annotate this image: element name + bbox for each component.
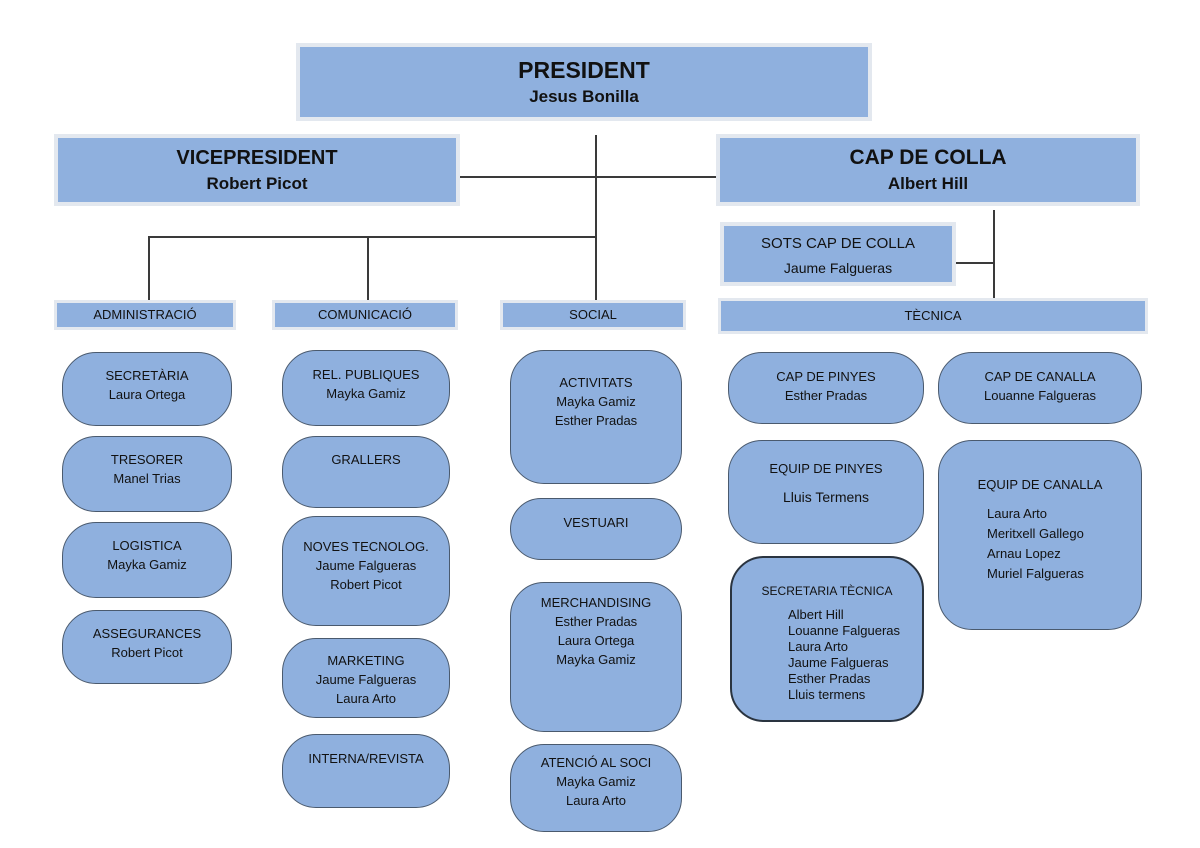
role-activitats: ACTIVITATS Mayka Gamiz Esther Pradas <box>510 350 682 484</box>
role-member: Mayka Gamiz <box>326 386 406 401</box>
role-title: CAP DE CANALLA <box>984 369 1096 384</box>
role-vestuari: VESTUARI <box>510 498 682 560</box>
role-member: Laura Arto <box>987 506 1047 521</box>
role-grallers: GRALLERS <box>282 436 450 508</box>
role-member: Laura Arto <box>788 639 848 654</box>
role-member: Laura Ortega <box>108 387 186 402</box>
role-title: TRESORER <box>110 452 184 467</box>
role-equip-de-pinyes: EQUIP DE PINYES Lluis Termens <box>728 440 924 544</box>
role-member: Lluis Termens <box>782 489 870 505</box>
role-assegurances: ASSEGURANCES Robert Picot <box>62 610 232 684</box>
role-member: Esther Pradas <box>788 671 871 686</box>
role-merchandising: MERCHANDISING Esther Pradas Laura Ortega… <box>510 582 682 732</box>
connector-line <box>993 210 995 298</box>
area-header-administracio: ADMINISTRACIÓ <box>54 300 236 330</box>
role-marketing: MARKETING Jaume Falgueras Laura Arto <box>282 638 450 718</box>
cap-de-colla-name: Albert Hill <box>887 174 969 193</box>
role-member: Laura Ortega <box>557 633 635 648</box>
connector-line <box>595 135 597 302</box>
connector-line <box>367 236 369 302</box>
role-member: Jaume Falgueras <box>315 558 417 573</box>
role-title: LOGISTICA <box>112 538 182 553</box>
sots-cap-box: SOTS CAP DE COLLA Jaume Falgueras <box>720 222 956 286</box>
role-member: Louanne Falgueras <box>788 623 901 638</box>
role-member: Laura Arto <box>566 793 626 808</box>
role-member: Esther Pradas <box>554 614 638 629</box>
president-title: PRESIDENT <box>518 57 650 83</box>
role-member: Robert Picot <box>111 645 183 660</box>
role-title: ATENCIÓ AL SOCI <box>540 755 652 770</box>
cap-de-colla-box: CAP DE COLLA Albert Hill <box>716 134 1140 206</box>
role-title: REL. PUBLIQUES <box>312 367 420 382</box>
role-title: GRALLERS <box>331 452 401 467</box>
role-cap-de-pinyes: CAP DE PINYES Esther Pradas <box>728 352 924 424</box>
area-header-comunicacio: COMUNICACIÓ <box>272 300 458 330</box>
role-noves-tecnolog: NOVES TECNOLOG. Jaume Falgueras Robert P… <box>282 516 450 626</box>
vicepresident-title: VICEPRESIDENT <box>176 147 338 169</box>
role-title: MERCHANDISING <box>540 595 652 610</box>
role-title: EQUIP DE PINYES <box>769 461 883 476</box>
connector-line <box>956 262 994 264</box>
role-title: MARKETING <box>327 653 405 668</box>
role-title: ACTIVITATS <box>559 375 633 390</box>
role-member: Meritxell Gallego <box>987 526 1084 541</box>
role-title: SECRETÀRIA <box>105 368 189 383</box>
role-member: Jaume Falgueras <box>315 672 417 687</box>
role-title: NOVES TECNOLOG. <box>303 539 429 554</box>
role-equip-de-canalla: EQUIP DE CANALLA Laura Arto Meritxell Ga… <box>938 440 1142 630</box>
connector-line <box>148 236 596 238</box>
role-member: Jaume Falgueras <box>788 655 889 670</box>
role-member: Mayka Gamiz <box>556 394 636 409</box>
role-member: Laura Arto <box>336 691 396 706</box>
connector-line <box>148 236 150 302</box>
vicepresident-box: VICEPRESIDENT Robert Picot <box>54 134 460 206</box>
role-title: ASSEGURANCES <box>92 626 202 641</box>
connector-line <box>460 176 716 178</box>
vicepresident-name: Robert Picot <box>206 174 308 193</box>
role-member: Robert Picot <box>330 577 402 592</box>
role-secretaria: SECRETÀRIA Laura Ortega <box>62 352 232 426</box>
role-logistica: LOGISTICA Mayka Gamiz <box>62 522 232 598</box>
role-title: EQUIP DE CANALLA <box>977 477 1103 492</box>
role-atencio-al-soci: ATENCIÓ AL SOCI Mayka Gamiz Laura Arto <box>510 744 682 832</box>
president-name: Jesus Bonilla <box>529 87 639 106</box>
role-title: VESTUARI <box>563 515 629 530</box>
role-tresorer: TRESORER Manel Trias <box>62 436 232 512</box>
sots-cap-title: SOTS CAP DE COLLA <box>761 235 915 252</box>
role-member: Arnau Lopez <box>987 546 1061 561</box>
role-member: Mayka Gamiz <box>556 774 636 789</box>
president-box: PRESIDENT Jesus Bonilla <box>296 43 872 121</box>
role-secretaria-tecnica: SECRETARIA TÈCNICA Albert Hill Louanne F… <box>730 556 924 722</box>
cap-de-colla-title: CAP DE COLLA <box>849 146 1007 169</box>
role-member: Manel Trias <box>113 471 181 486</box>
role-member: Lluis termens <box>788 687 866 702</box>
role-title: SECRETARIA TÈCNICA <box>761 584 893 598</box>
role-title: INTERNA/REVISTA <box>308 751 424 766</box>
role-member: Albert Hill <box>788 607 844 622</box>
role-interna-revista: INTERNA/REVISTA <box>282 734 450 808</box>
role-title: CAP DE PINYES <box>776 369 876 384</box>
role-member: Louanne Falgueras <box>983 388 1097 403</box>
sots-cap-name: Jaume Falgueras <box>783 260 893 276</box>
area-header-social: SOCIAL <box>500 300 686 330</box>
role-member: Esther Pradas <box>554 413 638 428</box>
role-member: Mayka Gamiz <box>556 652 636 667</box>
role-member: Mayka Gamiz <box>107 557 187 572</box>
role-cap-de-canalla: CAP DE CANALLA Louanne Falgueras <box>938 352 1142 424</box>
role-member: Esther Pradas <box>784 388 868 403</box>
role-rel-publiques: REL. PUBLIQUES Mayka Gamiz <box>282 350 450 426</box>
area-header-tecnica: TÈCNICA <box>718 298 1148 334</box>
role-member: Muriel Falgueras <box>987 566 1084 581</box>
